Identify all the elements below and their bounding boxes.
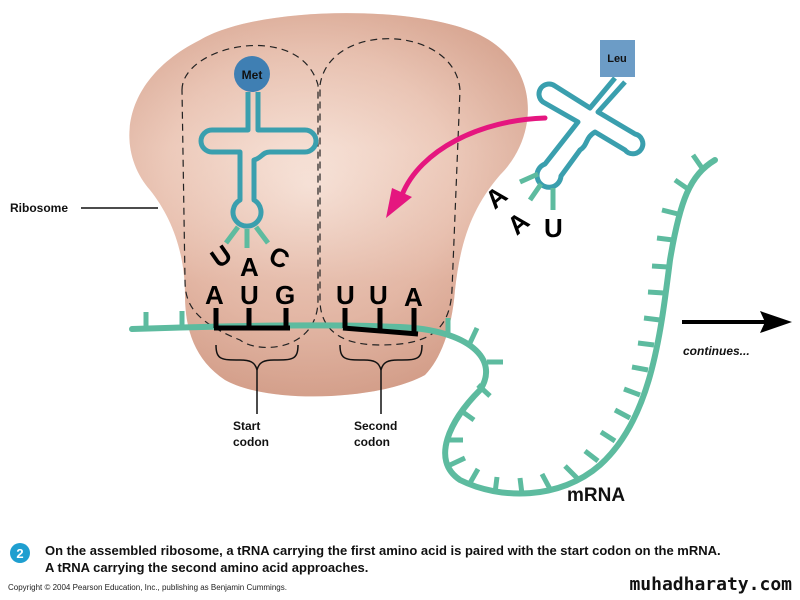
arrow-shaft: [399, 115, 548, 198]
continues-label: continues...: [683, 344, 750, 358]
trna-met-body: [198, 92, 319, 229]
leu-label: Leu: [607, 53, 627, 65]
leu-anticodon-base: A: [501, 205, 535, 240]
watermark: muhadharaty.com: [629, 574, 792, 595]
codon-bars: [213, 308, 419, 337]
second-codon-base: A: [404, 282, 423, 312]
second-codon-base: U: [369, 280, 388, 310]
trna-leu-anticodon-stubs: [518, 171, 556, 210]
binding-sites: [181, 38, 461, 349]
p-site-outline: [181, 44, 319, 349]
caption-line: A tRNA carrying the second amino acid ap…: [45, 560, 369, 575]
mrna-label: mRNA: [567, 485, 625, 506]
mrna-strand: [129, 153, 718, 497]
start-codon-base: G: [275, 280, 295, 310]
met-label: Met: [242, 68, 263, 82]
ribosome-label: Ribosome: [10, 201, 68, 215]
arrow-head-icon: [386, 188, 412, 218]
incoming-arrow: [386, 115, 548, 218]
anticodon-base: A: [240, 252, 259, 282]
arrow-right-icon: [760, 311, 792, 333]
second-codon-bar: [342, 308, 419, 337]
start-codon-base: U: [240, 280, 259, 310]
second-codon-label: Second: [354, 419, 397, 433]
leu-amino-acid: [600, 40, 635, 77]
trna-leu: [534, 76, 646, 190]
start-codon-base: A: [205, 280, 224, 310]
mrna-backbone: [129, 157, 718, 497]
met-amino-acid: [234, 56, 270, 92]
start-codon-bar: [213, 308, 290, 331]
second-codon-base: U: [336, 280, 355, 310]
leu-anticodon-base: U: [544, 213, 563, 243]
caption-line: On the assembled ribosome, a tRNA carryi…: [45, 543, 721, 558]
codon-braces: [215, 344, 423, 414]
ribosome: [129, 13, 528, 397]
trna-met-anticodon-stubs: [224, 225, 270, 248]
second-codon-label: codon: [354, 435, 390, 449]
caption: On the assembled ribosome, a tRNA carryi…: [45, 542, 795, 576]
trna-met: [198, 92, 319, 229]
start-codon-label: codon: [233, 435, 269, 449]
start-codon-label: Start: [233, 419, 260, 433]
trna-leu-body: [534, 76, 646, 190]
a-site-outline: [319, 38, 461, 346]
copyright-notice: Copyright © 2004 Pearson Education, Inc.…: [8, 583, 287, 592]
mrna-nucleotide-ticks: [143, 153, 705, 495]
ribosome-shading: [129, 13, 528, 397]
continues-arrow: [682, 311, 792, 333]
step-number-badge: 2: [10, 543, 30, 563]
